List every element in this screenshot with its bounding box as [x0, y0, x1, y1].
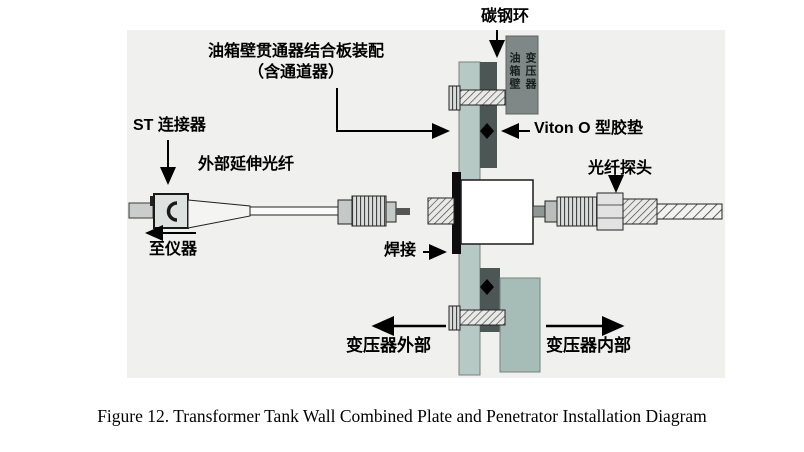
connector-pin [396, 208, 410, 215]
plate-assembly-label-line1: 油箱壁贯通器结合板装配 [207, 43, 384, 60]
st-connector-body [153, 193, 189, 229]
arrow-plate-assembly [336, 88, 450, 139]
plate-assembly-label: 油箱壁贯通器结合板装配 （含通道器） [196, 42, 396, 84]
weld-flange [452, 172, 461, 254]
weld-label: 焊接 [384, 242, 417, 259]
fiber-end-plate [128, 202, 154, 219]
transformer-interior-label: 变压器内部 [546, 336, 631, 355]
mid-connector-end [385, 201, 397, 223]
o-ring-bottom [480, 279, 494, 295]
st-connector-label: ST 连接器 [133, 117, 206, 134]
fiber-probe-label: 光纤探头 [588, 160, 653, 177]
fiber-cable-left [249, 206, 339, 216]
top-bolt [448, 85, 506, 111]
penetrator-body [460, 179, 534, 245]
tank-wall-block [505, 35, 539, 115]
plate-assembly-label-line2: （含通道器） [247, 63, 344, 81]
o-ring-top [480, 123, 494, 139]
bottom-teal-block [499, 277, 541, 373]
tank-wall-vertical-text: 变压器油箱壁 [508, 52, 536, 91]
probe-ribbed-body [556, 196, 598, 227]
transformer-exterior-label: 变压器外部 [346, 336, 431, 355]
tank-wall-block-label: 变压器油箱壁 [506, 37, 538, 113]
viton-o-ring-label: Viton O 型胶垫 [534, 120, 644, 137]
mid-connector-collar [337, 199, 353, 225]
carbon-steel-ring-strip [480, 62, 497, 168]
probe-collar [544, 200, 558, 223]
to-instrument-label: 至仪器 [149, 241, 198, 258]
external-extension-fiber-label: 外部延伸光纤 [198, 156, 295, 173]
fiber-probe-assembly [532, 192, 723, 231]
figure-caption: Figure 12. Transformer Tank Wall Combine… [97, 406, 707, 426]
mid-connector-ribbed [351, 195, 387, 227]
cable-boot-taper [187, 199, 251, 229]
probe-cable [656, 203, 723, 220]
external-fiber-assembly [128, 193, 410, 229]
carbon-steel-ring-label: 碳钢环 [481, 8, 530, 25]
probe-stub [532, 205, 546, 218]
probe-threaded-section [622, 198, 658, 225]
bottom-bolt [448, 305, 506, 331]
threaded-stub [427, 197, 455, 225]
st-connector-latch [166, 201, 178, 222]
probe-hex-nut [596, 192, 624, 231]
